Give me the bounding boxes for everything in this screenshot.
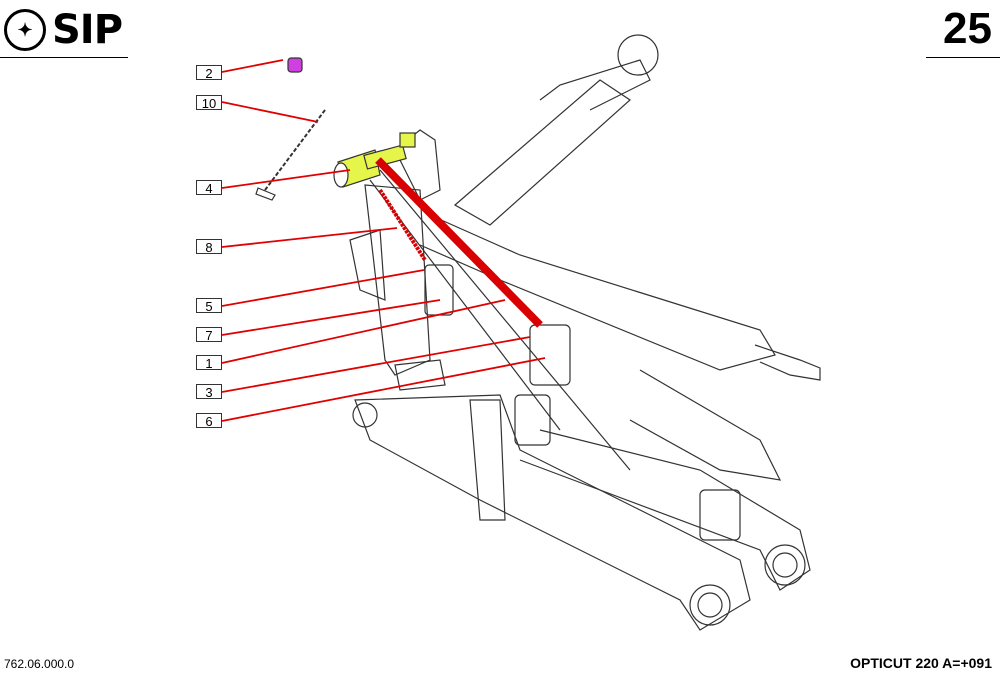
part-8-red-rod [378,188,427,262]
header-rule-right [926,57,1000,58]
callout-5: 5 [196,298,222,314]
logo-emblem-icon: ✦ [4,9,46,51]
part-2-highlight [287,57,303,73]
callout-8: 8 [196,239,222,255]
callout-6: 6 [196,413,222,429]
chain [264,109,326,191]
callout-2: 2 [196,65,222,81]
machine-frame [349,34,821,631]
callout-7: 7 [196,327,222,343]
callout-4: 4 [196,180,222,196]
part-1-red-rod [375,157,543,328]
brand-name: SIP [52,7,123,53]
sip-logo: ✦ SIP [4,6,134,54]
callout-1: 1 [196,355,222,371]
leader-lines [221,59,546,422]
callout-3: 3 [196,384,222,400]
header-rule-left [0,57,128,58]
page-number: 25 [943,4,992,53]
model-label: OPTICUT 220 A=+091 [850,655,992,671]
callout-10: 10 [196,95,222,111]
drawing-reference: 762.06.000.0 [4,657,75,671]
springs [424,264,741,541]
